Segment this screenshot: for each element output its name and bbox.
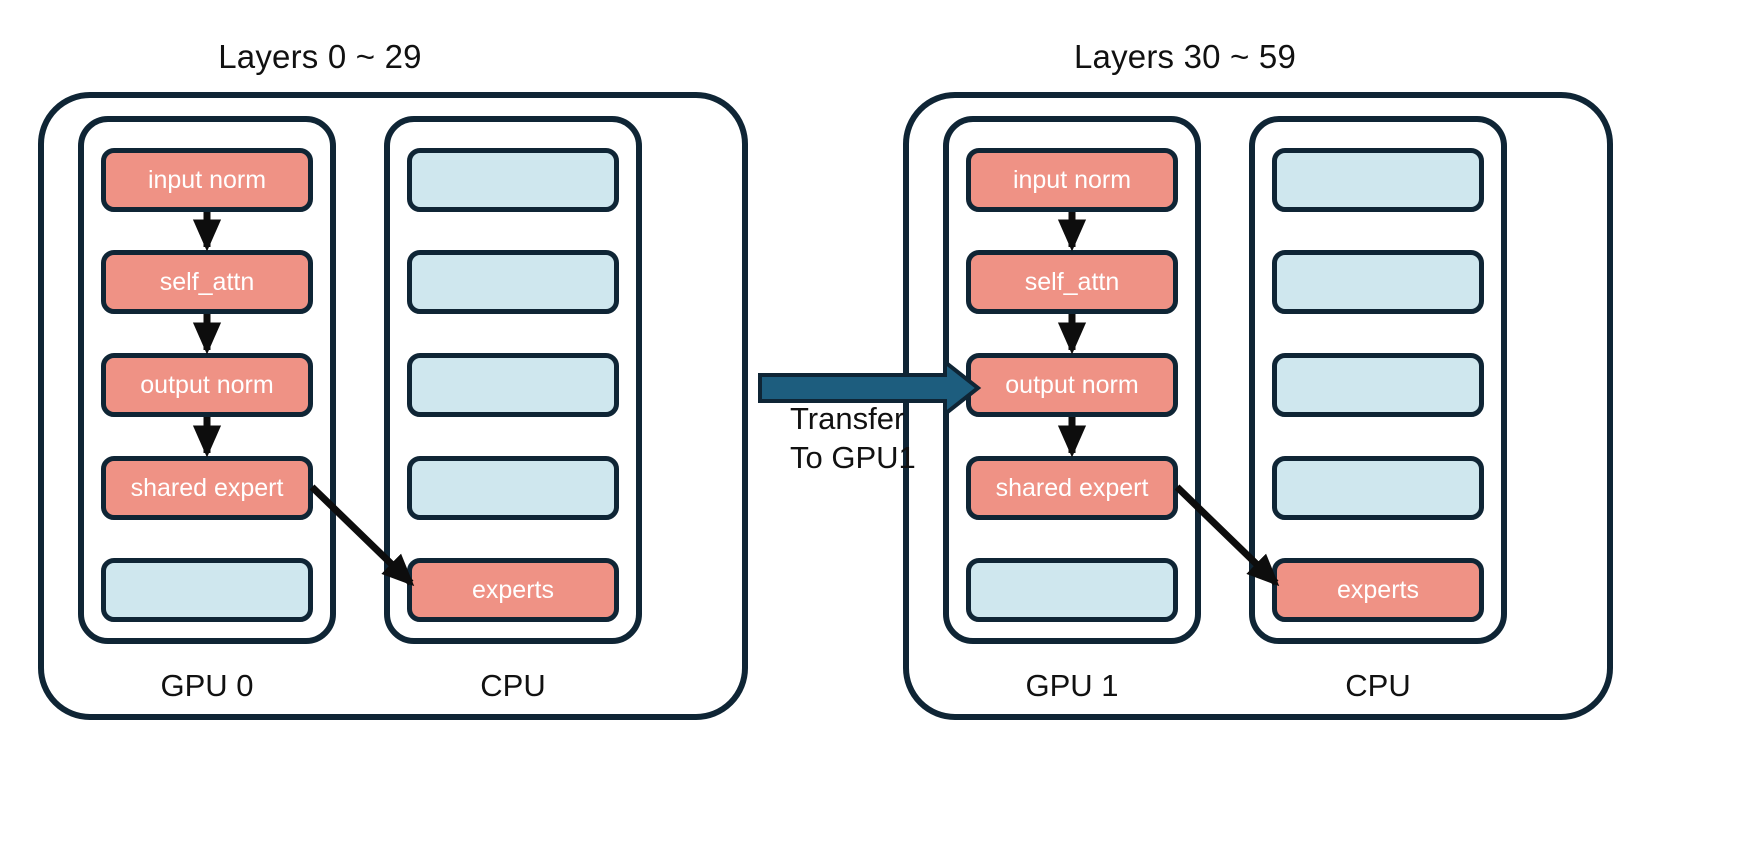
- transfer-label-line1: Transfer: [790, 401, 905, 436]
- left-cpu-node-1[interactable]: [407, 148, 619, 212]
- right-gpu-node-output-norm[interactable]: output norm: [966, 353, 1178, 417]
- transfer-arrow-label: Transfer To GPU1: [790, 400, 916, 478]
- right-cpu-node-experts[interactable]: experts: [1272, 558, 1484, 622]
- left-cpu-node-3[interactable]: [407, 353, 619, 417]
- right-cpu-node-4[interactable]: [1272, 456, 1484, 520]
- right-gpu-label: GPU 1: [1025, 668, 1119, 703]
- left-cpu-node-experts[interactable]: experts: [407, 558, 619, 622]
- right-gpu-node-empty[interactable]: [966, 558, 1178, 622]
- left-gpu-node-output-norm[interactable]: output norm: [101, 353, 313, 417]
- right-cpu-node-1[interactable]: [1272, 148, 1484, 212]
- right-gpu-node-input-norm[interactable]: input norm: [966, 148, 1178, 212]
- left-gpu-node-self-attn[interactable]: self_attn: [101, 250, 313, 314]
- transfer-label-line2: To GPU1: [790, 439, 916, 475]
- left-cpu-node-4[interactable]: [407, 456, 619, 520]
- left-gpu-label: GPU 0: [160, 668, 254, 703]
- left-gpu-node-shared-expert[interactable]: shared expert: [101, 456, 313, 520]
- right-group-title: Layers 30 ~ 59: [1073, 38, 1297, 75]
- right-gpu-node-shared-expert[interactable]: shared expert: [966, 456, 1178, 520]
- left-group-title: Layers 0 ~ 29: [218, 38, 422, 75]
- left-gpu-node-empty[interactable]: [101, 558, 313, 622]
- left-gpu-node-input-norm[interactable]: input norm: [101, 148, 313, 212]
- right-gpu-node-self-attn[interactable]: self_attn: [966, 250, 1178, 314]
- right-cpu-label: CPU: [1345, 668, 1411, 703]
- right-cpu-node-3[interactable]: [1272, 353, 1484, 417]
- left-cpu-label: CPU: [480, 668, 546, 703]
- left-cpu-node-2[interactable]: [407, 250, 619, 314]
- right-cpu-node-2[interactable]: [1272, 250, 1484, 314]
